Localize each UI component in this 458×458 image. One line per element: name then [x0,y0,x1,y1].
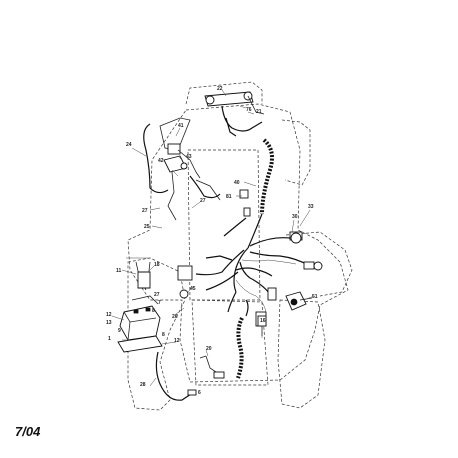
main-harness-trunk [195,217,311,313]
callout-76: 76 [246,107,252,113]
dash-harness [204,91,265,137]
battery-assembly [117,257,163,353]
callout-9: 9 [118,328,121,334]
callout-26: 26 [172,314,178,320]
tractor-outline [127,81,353,411]
callout-40: 40 [234,180,240,186]
main-harness-coil [247,138,274,249]
callout-24: 24 [126,142,132,148]
callout-27b: 27 [200,198,206,204]
callout-1: 1 [108,336,111,342]
callout-33: 33 [308,204,314,210]
callout-27c: 27 [154,292,160,298]
callout-27a: 27 [142,208,148,214]
pto-switch [285,291,313,311]
callout-12a: 12 [106,312,112,318]
leader-lines [111,89,315,387]
callout-25: 25 [144,224,150,230]
callout-8: 8 [152,308,155,314]
callout-21: 21 [256,109,262,115]
callout-8b: 8 [162,332,165,338]
ignition-switch-assembly [143,117,221,221]
callout-41: 41 [178,123,184,129]
battery-cable [155,351,197,401]
callout-7: 7 [158,300,161,306]
callout-43: 43 [186,154,192,160]
callout-28: 28 [140,382,146,388]
callout-20: 20 [206,346,212,352]
connector-20 [199,355,225,379]
callout-42: 42 [158,158,164,164]
callout-12b: 12 [174,338,180,344]
callout-13: 13 [106,320,112,326]
callout-16: 16 [260,318,266,324]
callout-51: 51 [312,294,318,300]
callout-18: 18 [154,262,160,268]
revision-date: 7/04 [15,424,41,439]
callout-22: 22 [217,86,223,92]
callout-labels: 22 76 21 41 24 43 42 40 81 27 27 33 30 2… [106,86,318,396]
callout-6: 6 [198,390,201,396]
callout-45: 45 [190,286,196,292]
lower-coil-harness [236,299,249,379]
callout-11: 11 [116,268,122,274]
callout-30: 30 [292,214,298,220]
callout-81: 81 [226,194,232,200]
